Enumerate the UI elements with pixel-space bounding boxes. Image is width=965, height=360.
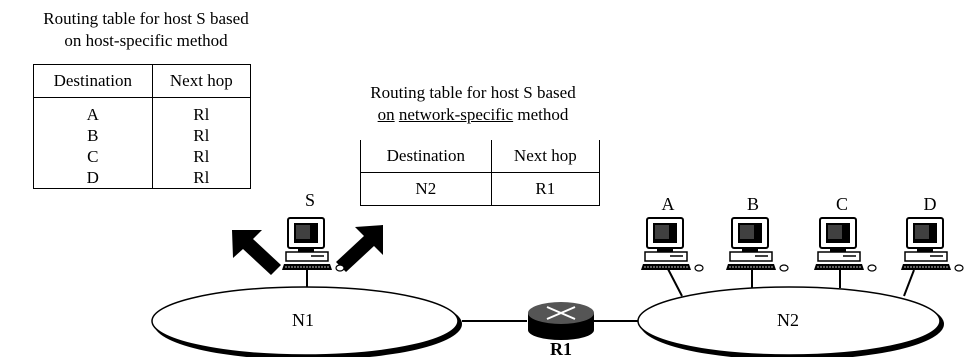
link-d-n2 bbox=[903, 269, 915, 297]
host-b-computer-icon bbox=[725, 217, 789, 272]
column-header-next-hop: Next hop bbox=[491, 140, 600, 173]
router-r1-label: R1 bbox=[550, 339, 572, 359]
destination-cell: A bbox=[33, 97, 153, 125]
destination-cell: N2 bbox=[360, 172, 492, 206]
host-specific-routing-table: Destination Next hop A Rl B Rl C Rl D Rl bbox=[33, 64, 251, 189]
host-a-computer-icon bbox=[640, 217, 704, 272]
network-specific-caption-line2: on network-specific method bbox=[328, 104, 618, 126]
network-n2 bbox=[637, 286, 944, 357]
host-specific-caption-line2: on host-specific method bbox=[64, 31, 228, 50]
table-row: D Rl bbox=[33, 167, 251, 189]
host-d-label: D bbox=[923, 194, 937, 214]
table-row: N2 R1 bbox=[360, 172, 600, 206]
destination-cell: C bbox=[33, 146, 153, 167]
host-s-label: S bbox=[304, 190, 315, 210]
host-c-computer-icon bbox=[813, 217, 877, 272]
destination-cell: B bbox=[33, 125, 153, 146]
host-specific-caption: Routing table for host S based on host-s… bbox=[0, 8, 292, 52]
host-d-computer-icon bbox=[900, 217, 964, 272]
network-specific-caption: Routing table for host S based on networ… bbox=[328, 82, 618, 126]
next-hop-cell: Rl bbox=[193, 167, 210, 187]
host-specific-caption-line1: Routing table for host S based bbox=[43, 9, 249, 28]
column-header-next-hop: Next hop bbox=[152, 64, 251, 98]
next-hop-cell: Rl bbox=[193, 125, 210, 145]
next-hop-cell: R1 bbox=[535, 179, 556, 198]
network-specific-caption-line1: Routing table for host S based bbox=[370, 83, 576, 102]
network-n1 bbox=[151, 286, 462, 357]
link-a-n2 bbox=[667, 268, 683, 297]
host-s-computer-icon bbox=[281, 217, 345, 272]
destination-cell: D bbox=[33, 167, 153, 189]
table-row: B Rl bbox=[33, 125, 251, 146]
caption-word-network-specific: network-specific bbox=[398, 105, 514, 124]
caption-word-on: on bbox=[377, 105, 395, 124]
column-header-destination: Destination bbox=[33, 64, 153, 98]
network-specific-routing-table: Destination Next hop N2 R1 bbox=[360, 140, 600, 206]
arrow-to-network-table-icon bbox=[336, 225, 383, 272]
host-b-label: B bbox=[746, 194, 759, 214]
caption-word-method: method bbox=[517, 105, 569, 124]
next-hop-cell: Rl bbox=[193, 104, 210, 124]
table-row: A Rl bbox=[33, 97, 251, 125]
network-n2-label: N2 bbox=[777, 310, 799, 330]
host-a-label: A bbox=[661, 194, 675, 214]
column-header-destination: Destination bbox=[360, 140, 492, 173]
router-r1-icon bbox=[528, 302, 594, 340]
arrow-to-host-table-icon bbox=[232, 230, 281, 275]
network-n1-label: N1 bbox=[292, 310, 314, 330]
host-c-label: C bbox=[835, 194, 848, 214]
table-row: C Rl bbox=[33, 146, 251, 167]
next-hop-cell: Rl bbox=[193, 146, 210, 166]
